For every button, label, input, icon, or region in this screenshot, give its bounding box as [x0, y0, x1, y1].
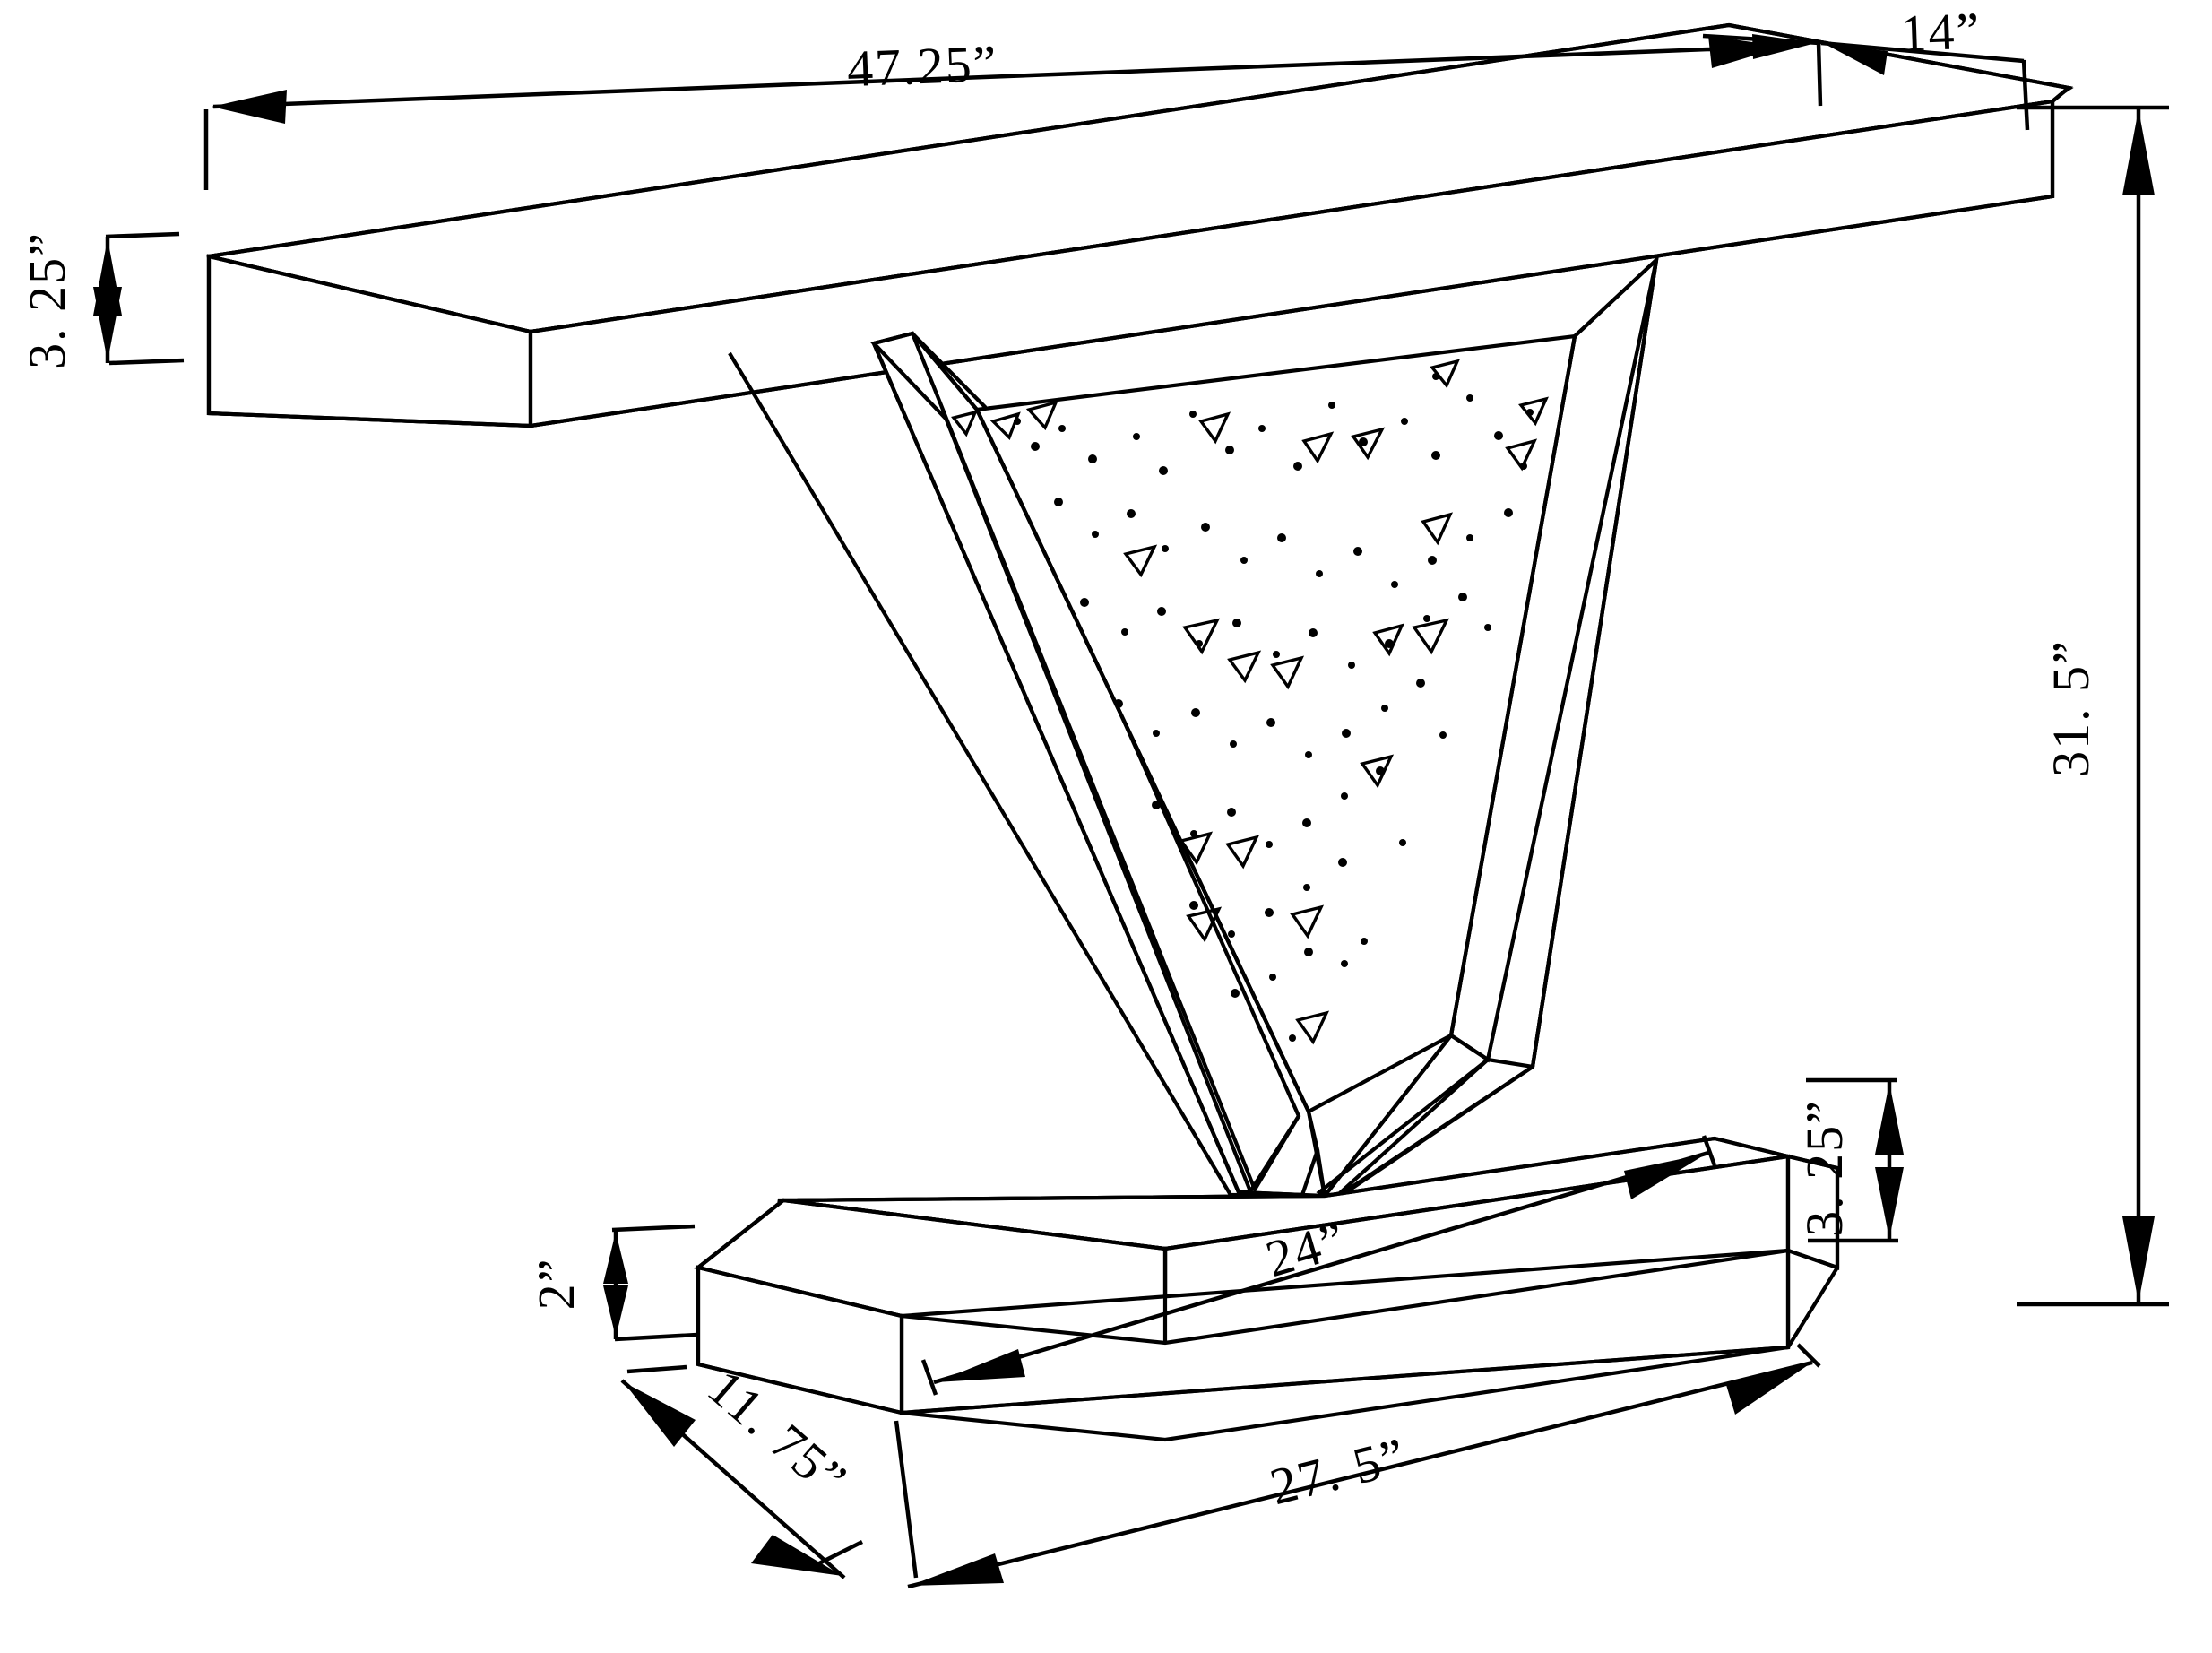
dim-label-top-thickness: 3. 25” — [18, 231, 76, 369]
dim-line-14-right — [1820, 40, 2025, 64]
ext-line-bevel-top — [611, 1224, 696, 1233]
tabletop-outline — [206, 22, 2073, 428]
arrow-2in-down — [603, 1285, 628, 1337]
ext-line-27-5-left — [894, 1420, 919, 1579]
v-left-arm-inner — [975, 409, 1310, 1112]
v-pedestal-group — [728, 254, 1660, 1199]
pedestal-rear-left-edge — [728, 351, 1232, 1197]
arrow-3-25-down — [93, 287, 122, 361]
arrow-24-right — [1624, 1154, 1707, 1199]
dim-label-top-width: 47.25” — [846, 34, 999, 98]
crystal-speck-field — [1014, 373, 1534, 1042]
dim-label-base-thickness: 3. 25” — [1795, 1099, 1853, 1237]
v-right-arm-outer-ridge — [1530, 259, 1659, 1068]
dim-line-24 — [933, 1150, 1709, 1385]
tabletop-group — [206, 22, 2074, 428]
ext-line-thickness-top — [105, 231, 180, 239]
dim-label-overall-height: 31. 5” — [2042, 639, 2100, 777]
ext-line-24-right — [1701, 1135, 1717, 1166]
dimension-base-bottom-width: 27. 5” — [894, 1343, 1821, 1589]
arrow-27-5-left — [910, 1553, 1004, 1586]
ext-line-24-left — [920, 1359, 938, 1396]
arrow-47-25-left — [212, 90, 287, 124]
ext-line-27-5-right — [1796, 1343, 1821, 1368]
base-plinth-group — [694, 1136, 1840, 1442]
ext-line-thickness-bottom — [108, 358, 185, 366]
crystal-triangle-field — [951, 359, 1549, 1045]
dim-label-base-bevel: 2” — [527, 1258, 585, 1311]
dimension-top-thickness: 3. 25” — [18, 231, 185, 369]
dim-label-top-depth: 14” — [1899, 1, 1982, 62]
dim-line-47-25 — [212, 44, 1780, 109]
dimension-top-depth: 14” — [1702, 1, 2030, 131]
arrow-11-75-upper — [624, 1382, 696, 1447]
v-left-arm-bevel — [911, 332, 979, 411]
dim-line-27-5 — [907, 1360, 1813, 1589]
ext-line-depth-mid — [1816, 41, 1823, 107]
arrow-31-5-up — [2122, 109, 2155, 195]
arrow-27-5-right — [1726, 1363, 1810, 1415]
arrow-11-75-lower — [751, 1535, 842, 1576]
v-right-arm-seam — [1449, 1034, 1490, 1061]
ext-line-depth-right — [2021, 59, 2030, 131]
v-left-arm-under — [1249, 1114, 1300, 1193]
dim-label-base-bottom-width: 27. 5” — [1265, 1426, 1413, 1516]
ext-line-bevel-bottom — [614, 1332, 698, 1342]
arrow-14-inner-right — [1825, 44, 1888, 75]
ext-line-11-75-start — [626, 1364, 687, 1374]
arrow-base-3-25-up — [1875, 1083, 1904, 1155]
arrow-2in-up — [603, 1232, 628, 1284]
dimension-base-bevel: 2” — [527, 1224, 698, 1342]
arrow-14-inner-left — [1752, 34, 1816, 59]
dimension-base-thickness: 3. 25” — [1795, 1077, 1904, 1243]
arrow-31-5-down — [2122, 1216, 2155, 1302]
arrow-base-3-25-down — [1875, 1167, 1904, 1239]
arrow-24-left — [936, 1349, 1025, 1382]
dimension-overall-height: 31. 5” — [2017, 105, 2169, 1307]
v-apex-converge-b — [1315, 1149, 1327, 1197]
base-plateau-back-left — [696, 1199, 785, 1269]
v-apex-converge-c — [1323, 1034, 1453, 1198]
base-body-bottom — [697, 1266, 1839, 1415]
v-right-arm-to-base — [1341, 1065, 1534, 1195]
